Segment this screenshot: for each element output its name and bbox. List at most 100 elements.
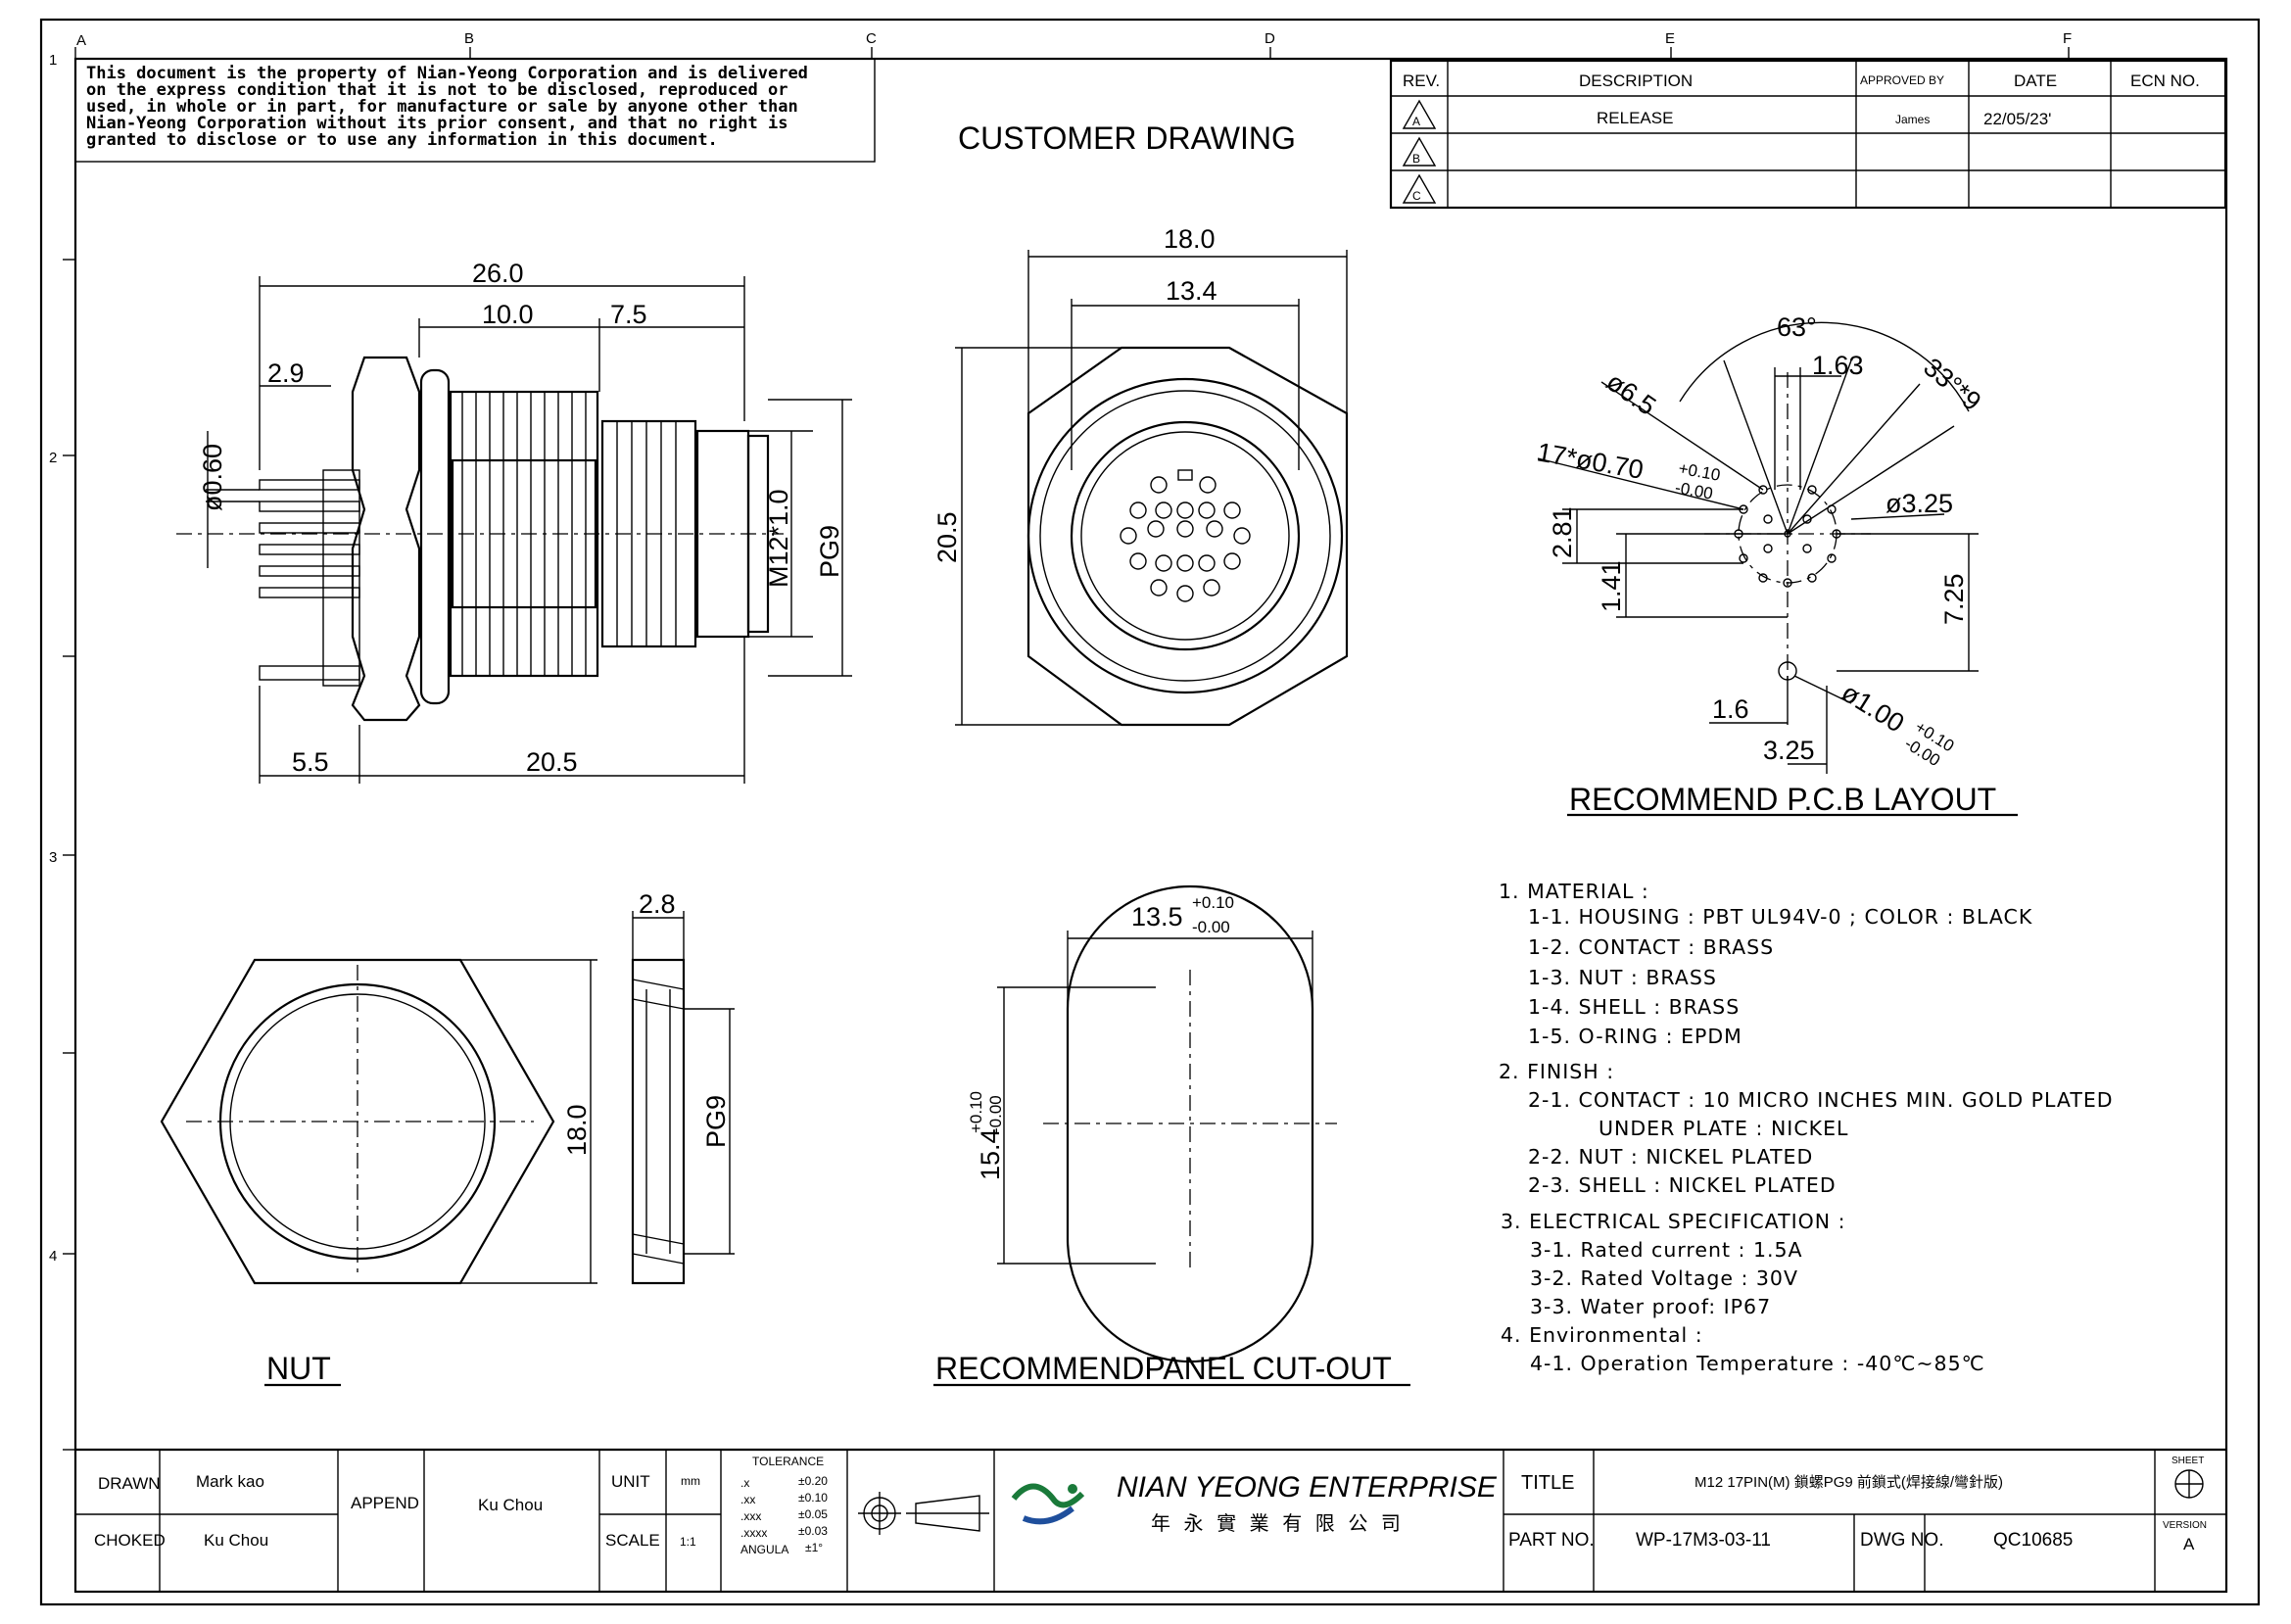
revision-table: REV. DESCRIPTION APPROVED BY DATE ECN NO… — [1389, 59, 2227, 210]
note-1-4: 1-4. SHELL : BRASS — [1528, 995, 1740, 1019]
note-3-1: 3-1. Rated current : 1.5A — [1530, 1238, 1803, 1262]
front-dim-hex: 18.0 — [1164, 224, 1216, 254]
tb-checked-label: CHOKED — [94, 1531, 166, 1550]
rev-header-ecn: ECN NO. — [2130, 72, 2200, 90]
company-logo-icon — [1011, 1483, 1085, 1525]
rev-a-label: A — [1412, 115, 1420, 128]
side-dim-front: 7.5 — [610, 300, 647, 329]
tb-drawn-label: DRAWN — [98, 1474, 161, 1493]
projection-symbol-icon — [858, 1492, 989, 1535]
note-1-2: 1-2. CONTACT : BRASS — [1528, 935, 1774, 959]
rev-a-date: 22/05/23' — [1983, 110, 2051, 128]
note-2-3: 2-3. SHELL : NICKEL PLATED — [1528, 1173, 1837, 1197]
tb-company-chinese: 年 永 實 業 有 限 公 司 — [1151, 1512, 1405, 1535]
rev-c-label: C — [1412, 189, 1421, 203]
pcb-dim-325b: 3.25 — [1763, 736, 1815, 765]
grid-row-2: 2 — [49, 450, 57, 466]
side-dim-pin-offset: 2.9 — [267, 358, 305, 388]
tb-part-label: PART NO. — [1508, 1530, 1595, 1551]
cutout-dim-width: 13.5 — [1131, 902, 1183, 931]
note-2-1: 2-1. CONTACT : 10 MICRO INCHES MIN. GOLD… — [1528, 1088, 2114, 1112]
tb-version-label: VERSION — [2163, 1520, 2207, 1531]
note-3-2: 3-2. Rated Voltage : 30V — [1530, 1266, 1798, 1290]
note-1-5: 1-5. O-RING : EPDM — [1528, 1025, 1742, 1048]
note-3: 3. ELECTRICAL SPECIFICATION : — [1501, 1210, 1846, 1233]
tb-tol-4-key: .xxxx — [740, 1526, 767, 1540]
tb-append-label: APPEND — [351, 1494, 419, 1512]
cutout-title: RECOMMENDPANEL CUT-OUT — [935, 1351, 1392, 1386]
tb-append-value: Ku Chou — [478, 1496, 543, 1514]
tb-tol-5-key: ANGULA — [740, 1543, 788, 1556]
side-dim-overall: 26.0 — [472, 259, 524, 288]
tb-checked-value: Ku Chou — [204, 1531, 268, 1550]
rev-c-triangle-icon — [1402, 173, 1437, 204]
tb-title-value: M12 17PIN(M) 鎖螺PG9 前鎖式(焊接線/彎針版) — [1694, 1474, 2003, 1491]
tb-tol-2-val: ±0.10 — [798, 1491, 828, 1505]
tb-company-name: NIAN YEONG ENTERPRISE — [1117, 1471, 1498, 1504]
rev-header-date: DATE — [2014, 72, 2057, 90]
pcb-dim-angle: 63° — [1777, 312, 1817, 342]
tb-scale-value: 1:1 — [680, 1535, 696, 1549]
grid-row-3: 3 — [49, 849, 57, 866]
nut-dim-pg: PG9 — [701, 1095, 731, 1148]
front-dim-inner: 13.4 — [1166, 276, 1217, 306]
tb-sheet-label: SHEET — [2172, 1456, 2204, 1466]
tb-dwg-value: QC10685 — [1993, 1530, 2073, 1551]
tb-drawn-value: Mark kao — [196, 1472, 264, 1491]
note-2-1b: UNDER PLATE : NICKEL — [1599, 1117, 1848, 1140]
tb-unit-value: mm — [681, 1474, 700, 1488]
tb-tol-5-val: ±1° — [805, 1541, 823, 1554]
inner-border — [73, 57, 2228, 1594]
side-view: 26.0 10.0 7.5 2.9 ø0.60 M12*1.0 PG9 5.5 … — [176, 259, 852, 784]
sheet-circle-icon — [2174, 1469, 2204, 1499]
notice-line-3: used, in whole or in part, for manufactu… — [86, 97, 798, 117]
grid-col-b: B — [464, 30, 474, 47]
pcb-title: RECOMMEND P.C.B LAYOUT — [1569, 782, 1996, 817]
note-2-2: 2-2. NUT : NICKEL PLATED — [1528, 1145, 1813, 1169]
rev-header-description: DESCRIPTION — [1579, 72, 1693, 90]
pcb-dim-141: 1.41 — [1597, 560, 1626, 612]
note-2: 2. FINISH : — [1499, 1060, 1614, 1083]
note-1-3: 1-3. NUT : BRASS — [1528, 966, 1717, 989]
grid-col-d: D — [1265, 30, 1275, 47]
tb-title-label: TITLE — [1521, 1472, 1574, 1494]
note-4: 4. Environmental : — [1501, 1323, 1703, 1347]
grid-columns: A B C D E F — [74, 30, 2072, 59]
title-block: DRAWN Mark kao CHOKED Ku Chou APPEND Ku … — [75, 1448, 2226, 1592]
note-1-1: 1-1. HOUSING : PBT UL94V-0 ; COLOR : BLA… — [1528, 905, 2032, 929]
pcb-dim-725: 7.25 — [1939, 573, 1969, 625]
cutout-dim-height: 15.4 — [976, 1128, 1005, 1180]
cutout-dim-height-tol-plus: +0.10 — [967, 1091, 985, 1133]
pcb-dim-holes-group: 17*ø0.70 +0.10 -0.00 — [1535, 437, 1722, 502]
cutout-dim-width-tol-minus: -0.00 — [1192, 918, 1230, 936]
tb-part-value: WP-17M3-03-11 — [1636, 1530, 1771, 1551]
side-dim-thread-label: M12*1.0 — [764, 489, 793, 588]
note-4-1: 4-1. Operation Temperature : -40℃~85℃ — [1530, 1352, 1985, 1375]
pcb-dim-16: 1.6 — [1712, 694, 1749, 724]
tb-tol-1-key: .x — [740, 1476, 749, 1490]
pcb-dim-od: ø6.5 — [1601, 366, 1661, 421]
grid-col-c: C — [866, 30, 877, 47]
notice-line-1: This document is the property of Nian-Ye… — [86, 64, 808, 83]
cutout-dim-height-tol-minus: -0.00 — [986, 1095, 1005, 1133]
tb-version-value: A — [2183, 1535, 2195, 1553]
grid-row-1: 1 — [49, 52, 57, 69]
cutout-dim-width-tol-plus: +0.10 — [1192, 893, 1234, 912]
notice-line-2: on the express condition that it is not … — [86, 80, 788, 100]
pcb-dim-100: ø1.00 — [1837, 678, 1909, 739]
tb-tol-3-key: .xxx — [740, 1509, 761, 1523]
front-dim-height: 20.5 — [932, 511, 962, 563]
pcb-dim-holes: 17*ø0.70 — [1535, 437, 1646, 485]
note-1: 1. MATERIAL : — [1499, 880, 1649, 903]
pcb-dim-33x9: 33°*9 — [1918, 353, 1986, 417]
pcb-dim-163: 1.63 — [1812, 351, 1864, 380]
pcb-dim-100-group: ø1.00 +0.10 -0.00 — [1837, 678, 1958, 771]
tb-tol-4-val: ±0.03 — [798, 1524, 828, 1538]
pcb-dim-281: 2.81 — [1548, 506, 1577, 558]
grid-col-a: A — [76, 32, 86, 49]
cutout-dim-height-group: 15.4 +0.10 -0.00 — [967, 1091, 1005, 1180]
rev-a-triangle-icon — [1402, 99, 1437, 129]
tb-tol-1-val: ±0.20 — [798, 1474, 828, 1488]
nut-dim-width: 2.8 — [639, 889, 676, 919]
